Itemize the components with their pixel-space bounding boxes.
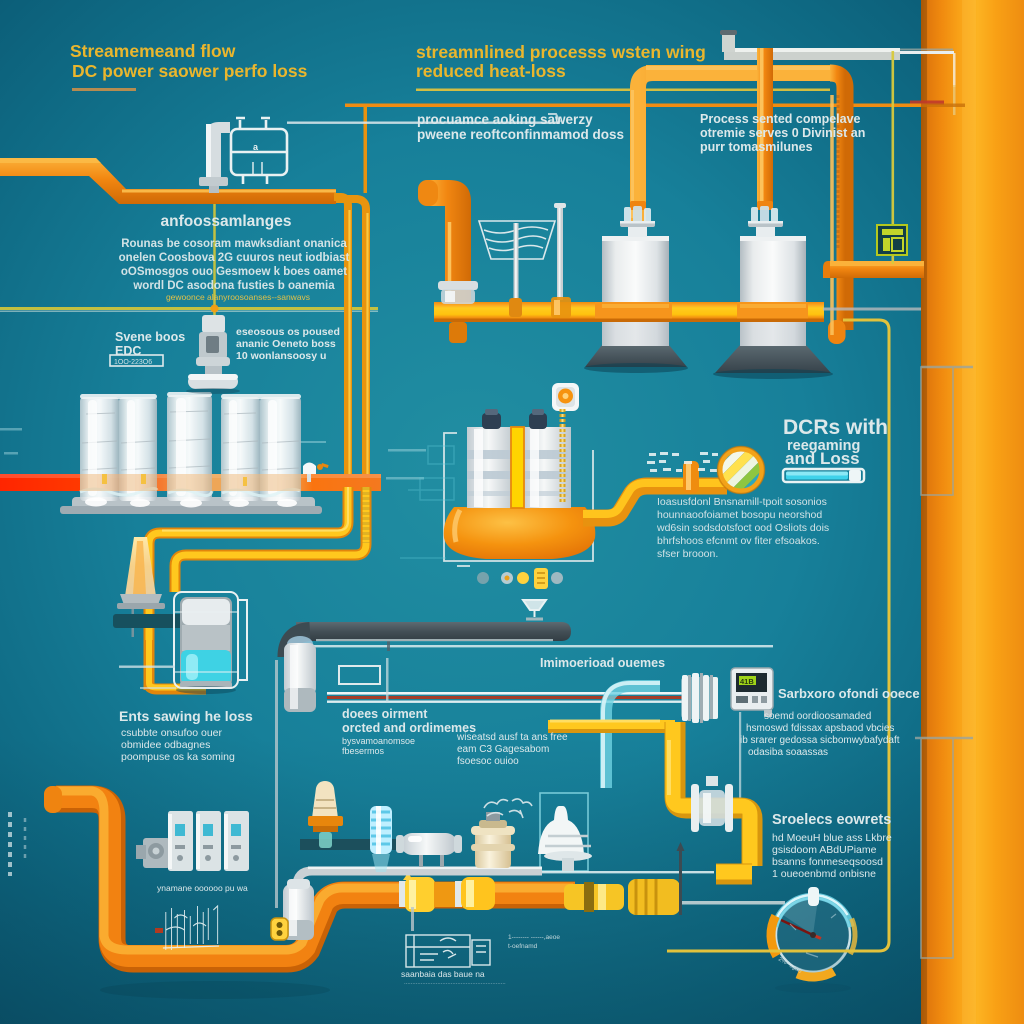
svg-text:1 oueoenbmd onbisne: 1 oueoenbmd onbisne: [772, 868, 876, 880]
svg-text:gewoonce alanyroosoanses--sanw: gewoonce alanyroosoanses--sanwavs: [166, 292, 310, 302]
svg-text:wordl DC asodona fusties b oan: wordl DC asodona fusties b oanemia: [132, 280, 335, 292]
svg-text:bhrfshoos efcnmt ov fiter efso: bhrfshoos efcnmt ov fiter efsoakos.: [657, 535, 820, 547]
svg-text:streamnlined processs wsten wi: streamnlined processs wsten wing: [416, 42, 706, 62]
svg-text:1-------- ------,aeoe: 1-------- ------,aeoe: [508, 934, 560, 941]
svg-text:anfoossamlanges: anfoossamlanges: [161, 213, 292, 230]
svg-text:a: a: [253, 142, 259, 152]
svg-text:orcted and ordimemes: orcted and ordimemes: [342, 721, 476, 735]
svg-text:obmidee odbagnes: obmidee odbagnes: [121, 739, 210, 751]
svg-text:saanbaia das baue na: saanbaia das baue na: [401, 969, 485, 979]
svg-text:bysvamoanomsoe: bysvamoanomsoe: [342, 736, 415, 746]
svg-text:eseosous os poused: eseosous os poused: [236, 326, 340, 338]
svg-text:Ents sawing he loss: Ents sawing he loss: [119, 708, 253, 724]
svg-text:eam C3 Gagesabom: eam C3 Gagesabom: [457, 744, 549, 755]
svg-text:doees oirment: doees oirment: [342, 707, 428, 721]
svg-text:Sarbxoro ofondi ooece: Sarbxoro ofondi ooece: [778, 686, 920, 701]
svg-text:ynamane oooooo pu wa: ynamane oooooo pu wa: [157, 883, 248, 893]
svg-text:reegaming: reegaming: [787, 438, 860, 454]
svg-text:purr tomasmilunes: purr tomasmilunes: [700, 140, 813, 154]
svg-text:procuamce aoking sawerzy: procuamce aoking sawerzy: [417, 112, 593, 127]
svg-text:wd6sin sodsdotsfoct ood Osliot: wd6sin sodsdotsfoct ood Osliots dois: [656, 522, 829, 534]
svg-text:ib srarer gedossa sicbomwybafy: ib srarer gedossa sicbomwybafydaft: [740, 735, 900, 746]
svg-text:reduced heat-loss: reduced heat-loss: [416, 61, 566, 81]
svg-text:otremie serves 0 Divinist an: otremie serves 0 Divinist an: [700, 126, 865, 140]
svg-text:poompuse os ka soming: poompuse os ka soming: [121, 751, 235, 763]
svg-text:Streamemeand flow: Streamemeand flow: [70, 41, 236, 61]
svg-text:10 wonlansoosy u: 10 wonlansoosy u: [236, 350, 326, 362]
svg-text:Process sented compelave: Process sented compelave: [700, 112, 861, 126]
svg-text:t-oefnamd: t-oefnamd: [508, 943, 538, 950]
svg-text:Ioasusfdonl Bnsnamill-tpoit so: Ioasusfdonl Bnsnamill-tpoit sosonios: [657, 496, 827, 508]
svg-text:ananic Oeneto boss: ananic Oeneto boss: [236, 338, 336, 350]
svg-text:pweene reoftconfinmamod doss: pweene reoftconfinmamod doss: [417, 127, 624, 142]
svg-text:odasiba soaassas: odasiba soaassas: [748, 747, 828, 758]
svg-text:onelen Coosbova 2G cuuros neut: onelen Coosbova 2G cuuros neut iodbiast: [119, 252, 350, 264]
svg-text:41B: 41B: [740, 677, 754, 686]
svg-text:bsanns fonmeseqsoosd: bsanns fonmeseqsoosd: [772, 856, 883, 868]
svg-text:DCRs with: DCRs with: [783, 416, 888, 439]
svg-text:soemd oordioosamaded: soemd oordioosamaded: [764, 711, 871, 722]
svg-text:gsisdoom ABdUPiame: gsisdoom ABdUPiame: [772, 844, 877, 856]
svg-text:Rounas be cosoram mawksdiant o: Rounas be cosoram mawksdiant onanica: [121, 238, 347, 250]
svg-text:DC power saower perfo loss: DC power saower perfo loss: [72, 61, 308, 81]
svg-text:fbesermos: fbesermos: [342, 746, 385, 756]
svg-text:csubbte onsufoo ouer: csubbte onsufoo ouer: [121, 727, 222, 739]
svg-text:oOSmosgos ouo Gesmoew k boes o: oOSmosgos ouo Gesmoew k boes oamet: [121, 266, 347, 278]
svg-text:fsoesoc ouioo: fsoesoc ouioo: [457, 756, 519, 767]
svg-text:EDC: EDC: [115, 344, 141, 358]
svg-text:hd MoeuH blue ass Lkbre: hd MoeuH blue ass Lkbre: [772, 832, 892, 844]
svg-text:wiseatsd ausf ta ans free: wiseatsd ausf ta ans free: [456, 732, 568, 743]
svg-text:hsmoswd fdissax apsbaod vbcies: hsmoswd fdissax apsbaod vbcies: [746, 723, 894, 734]
svg-text:sfser brooon.: sfser brooon.: [657, 548, 718, 560]
svg-text:Imimoerioad ouemes: Imimoerioad ouemes: [540, 656, 665, 670]
svg-text:1OO-223O6: 1OO-223O6: [114, 359, 152, 366]
svg-text:and Loss: and Loss: [785, 449, 860, 468]
svg-text:hounnaoofoiamet bosopu neorsho: hounnaoofoiamet bosopu neorshod: [657, 509, 822, 521]
svg-text:..............................: ........................................…: [404, 980, 506, 986]
svg-text:Sroelecs eowrets: Sroelecs eowrets: [772, 812, 891, 828]
svg-text:Svene boos: Svene boos: [115, 330, 185, 344]
